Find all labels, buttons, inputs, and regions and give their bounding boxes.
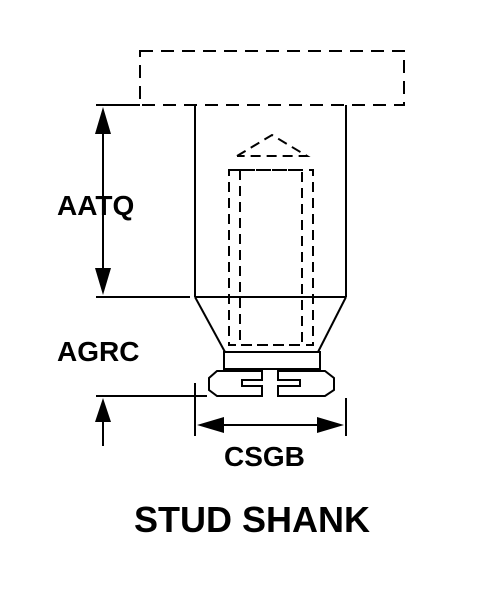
- cone-right-edge: [317, 296, 347, 353]
- label-csgb: CSGB: [224, 441, 305, 472]
- head-left-half: [208, 370, 263, 397]
- mounting-plate-outline: [139, 50, 405, 106]
- neck-collar: [223, 351, 321, 370]
- arrow-down-middle: [95, 268, 111, 295]
- cone-left-edge: [194, 296, 226, 353]
- head-right-half: [277, 370, 335, 397]
- arrow-left-width: [197, 417, 224, 433]
- arrow-up-bottom: [95, 398, 111, 422]
- label-agrc: AGRC: [57, 336, 139, 367]
- diagram-title: STUD SHANK: [134, 499, 370, 540]
- arrow-up-top: [95, 107, 111, 134]
- inner-bore-tip: [236, 133, 311, 157]
- inner-bore-outer: [228, 169, 314, 346]
- label-aatq: AATQ: [57, 190, 134, 221]
- arrow-right-width: [317, 417, 344, 433]
- inner-bore-inner: [239, 169, 303, 346]
